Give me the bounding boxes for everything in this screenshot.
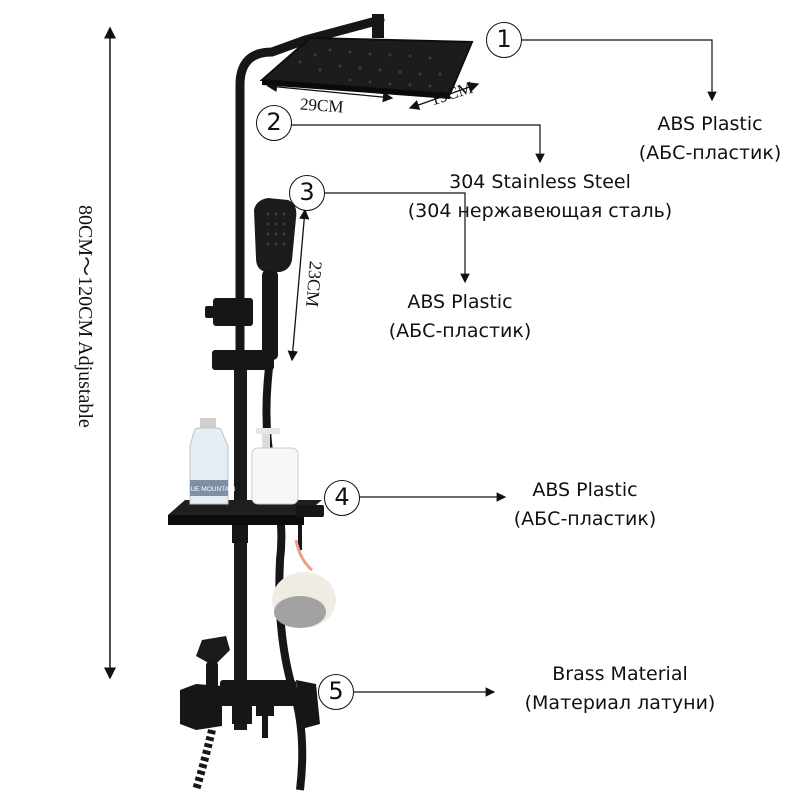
material-ru: (304 нержавеющая сталь) <box>407 200 673 222</box>
head-length-label: 29CM <box>299 94 345 117</box>
callout-label-4: ABS Plastic (АБС-пластик) <box>495 476 675 534</box>
bidet-sprayer <box>192 636 230 792</box>
callout-label-2: 304 Stainless Steel (304 нержавеющая ста… <box>390 168 690 226</box>
height-range-label: 80CM～120CM Adjustable <box>74 205 96 428</box>
callout-number-4: 4 <box>324 480 360 516</box>
callout-line-1 <box>521 39 717 102</box>
material-ru: (Материал латуни) <box>524 692 716 714</box>
head-length-dimension <box>266 81 394 103</box>
mixer-valve <box>180 680 320 738</box>
head-width-dimension <box>408 82 480 110</box>
callout-label-5: Brass Material (Материал латуни) <box>500 660 740 718</box>
callout-number-3: 3 <box>289 175 325 211</box>
handheld-length-label: 23CM <box>302 260 326 308</box>
callout-label-3: ABS Plastic (АБС-пластик) <box>370 288 550 346</box>
pump-bottle <box>251 428 299 505</box>
material-ru: (АБС-пластик) <box>388 320 532 342</box>
bottle: BLUE MOUNTAIN <box>183 418 236 505</box>
callout-number-5: 5 <box>318 674 354 710</box>
material-ru: (АБС-пластик) <box>638 142 782 164</box>
bath-pouf <box>272 525 336 628</box>
sliding-holder <box>205 298 274 370</box>
callout-number-2: 2 <box>256 105 292 141</box>
bottle-brand-text: BLUE MOUNTAIN <box>183 486 236 493</box>
callout-line-2 <box>291 124 545 164</box>
material-en: ABS Plastic <box>407 291 513 313</box>
handheld-length-dimension <box>287 208 310 362</box>
callout-line-3 <box>324 192 470 284</box>
callout-number-1: 1 <box>486 22 522 58</box>
callout-label-1: ABS Plastic (АБС-пластик) <box>620 110 800 168</box>
riser-pipe <box>235 15 385 725</box>
material-en: 304 Stainless Steel <box>449 171 631 193</box>
material-en: Brass Material <box>552 663 688 685</box>
material-en: ABS Plastic <box>532 479 638 501</box>
material-ru: (АБС-пластик) <box>513 508 657 530</box>
material-en: ABS Plastic <box>657 113 763 135</box>
